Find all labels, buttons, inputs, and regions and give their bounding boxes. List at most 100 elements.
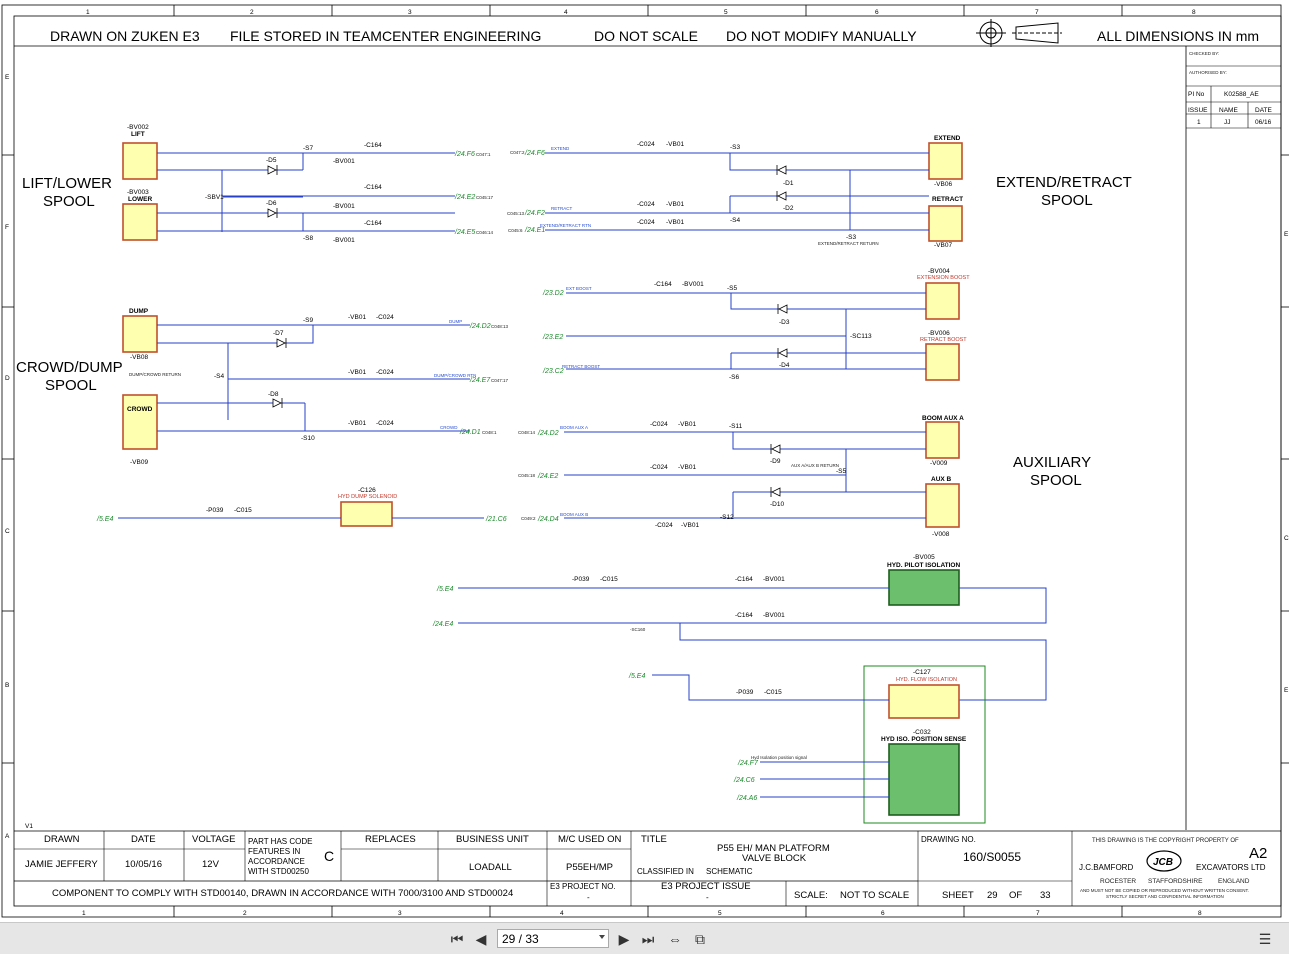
svg-text:/23.E2: /23.E2 bbox=[542, 334, 563, 341]
svg-text:10/05/16: 10/05/16 bbox=[125, 859, 162, 870]
svg-text:-C126: -C126 bbox=[358, 487, 376, 494]
svg-text:C048:13: C048:13 bbox=[491, 324, 509, 329]
hyd-pilot-isolation-circuit: -BV005 HYD. PILOT ISOLATION /5.E4 /24.E4… bbox=[432, 554, 1047, 701]
svg-text:-VB07: -VB07 bbox=[934, 242, 952, 249]
svg-text:BOOM AUX B: BOOM AUX B bbox=[560, 512, 588, 517]
svg-text:M/C USED ON: M/C USED ON bbox=[558, 834, 621, 845]
svg-text:CROWD: CROWD bbox=[440, 425, 458, 430]
svg-text:/24.F6: /24.F6 bbox=[524, 150, 545, 157]
svg-text:C045:13: C045:13 bbox=[507, 211, 525, 216]
sidebar-toggle-icon[interactable]: ☰ bbox=[1258, 931, 1272, 947]
svg-text:SPOOL: SPOOL bbox=[43, 193, 95, 210]
valve-bv003 bbox=[122, 203, 158, 241]
svg-text:SCALE:: SCALE: bbox=[794, 890, 828, 901]
svg-text:-C164: -C164 bbox=[364, 220, 382, 227]
svg-text:CROWD/DUMP: CROWD/DUMP bbox=[16, 359, 123, 376]
jcb-logo: JCB bbox=[1146, 850, 1182, 872]
svg-text:6: 6 bbox=[881, 910, 885, 917]
svg-text:AUXILIARY: AUXILIARY bbox=[1013, 454, 1091, 471]
svg-text:-VB06: -VB06 bbox=[934, 181, 952, 188]
svg-text:-C127: -C127 bbox=[913, 669, 931, 676]
svg-text:-S3: -S3 bbox=[846, 234, 857, 241]
svg-text:C047:2: C047:2 bbox=[510, 150, 525, 155]
valve-bv002 bbox=[122, 142, 158, 180]
svg-text:NAME: NAME bbox=[1219, 107, 1238, 114]
svg-text:/24.C6: /24.C6 bbox=[733, 777, 755, 784]
prev-page-icon[interactable]: ◀ bbox=[475, 931, 487, 947]
svg-text:-C024: -C024 bbox=[655, 522, 673, 529]
svg-text:DUMP/CROWD RTN: DUMP/CROWD RTN bbox=[434, 373, 476, 378]
svg-text:06/16: 06/16 bbox=[1255, 119, 1272, 126]
svg-text:EXCAVATORS LTD: EXCAVATORS LTD bbox=[1196, 863, 1266, 872]
svg-text:DUMP: DUMP bbox=[129, 308, 149, 315]
svg-text:FEATURES IN: FEATURES IN bbox=[248, 847, 301, 856]
svg-text:-C015: -C015 bbox=[600, 576, 618, 583]
svg-text:RETRACT: RETRACT bbox=[551, 206, 573, 211]
next-page-icon[interactable]: ▶ bbox=[618, 931, 630, 947]
svg-text:-C024: -C024 bbox=[376, 369, 394, 376]
svg-text:-S9: -S9 bbox=[303, 317, 314, 324]
svg-text:E3 PROJECT NO.: E3 PROJECT NO. bbox=[550, 882, 616, 891]
svg-text:SPOOL: SPOOL bbox=[1041, 192, 1093, 209]
svg-text:F: F bbox=[5, 224, 9, 231]
svg-text:PI No: PI No bbox=[1188, 91, 1205, 98]
fit-page-icon[interactable]: ⧉ bbox=[695, 931, 705, 947]
svg-text:BOOM AUX A: BOOM AUX A bbox=[922, 415, 964, 422]
svg-text:DUMP: DUMP bbox=[449, 319, 462, 324]
svg-text:-S5: -S5 bbox=[836, 468, 847, 475]
svg-text:-SBV1: -SBV1 bbox=[205, 194, 224, 201]
page-number-label: 29 / 33 bbox=[502, 932, 539, 946]
svg-text:C045:6: C045:6 bbox=[508, 228, 523, 233]
svg-text:3: 3 bbox=[408, 9, 412, 16]
svg-text:-V009: -V009 bbox=[930, 460, 948, 467]
svg-text:PART HAS CODE: PART HAS CODE bbox=[248, 837, 312, 846]
svg-text:AND MUST NOT BE COPIED OR REPR: AND MUST NOT BE COPIED OR REPRODUCED WIT… bbox=[1080, 888, 1249, 893]
svg-text:-D8: -D8 bbox=[268, 391, 279, 398]
page-select[interactable]: 29 / 33 bbox=[497, 929, 609, 948]
svg-text:EXT BOOST: EXT BOOST bbox=[566, 286, 592, 291]
svg-text:7: 7 bbox=[1036, 910, 1040, 917]
svg-text:HYD ISO. POSITION SENSE: HYD ISO. POSITION SENSE bbox=[881, 736, 967, 743]
svg-text:-D3: -D3 bbox=[779, 319, 790, 326]
svg-text:D: D bbox=[5, 375, 10, 382]
svg-text:E: E bbox=[5, 74, 10, 81]
svg-text:C045:17: C045:17 bbox=[476, 195, 494, 200]
svg-text:-C024: -C024 bbox=[650, 421, 668, 428]
svg-text:/24.D2: /24.D2 bbox=[469, 323, 491, 330]
svg-text:P55 EH/ MAN PLATFORM: P55 EH/ MAN PLATFORM bbox=[717, 843, 830, 854]
svg-text:-BV001: -BV001 bbox=[333, 158, 355, 165]
svg-text:-S12: -S12 bbox=[720, 514, 734, 521]
svg-text:-VB01: -VB01 bbox=[666, 219, 684, 226]
svg-text:-D4: -D4 bbox=[779, 362, 790, 369]
svg-text:CROWD: CROWD bbox=[127, 406, 153, 413]
svg-text:SCHEMATIC: SCHEMATIC bbox=[706, 867, 753, 876]
svg-text:-: - bbox=[706, 893, 709, 902]
svg-text:A: A bbox=[5, 833, 10, 840]
valve-vb07 bbox=[928, 205, 963, 242]
svg-text:BOOM AUX A: BOOM AUX A bbox=[560, 425, 588, 430]
svg-text:HYD. FLOW ISOLATION: HYD. FLOW ISOLATION bbox=[896, 677, 957, 683]
first-page-icon[interactable]: ⏮ bbox=[450, 931, 464, 947]
svg-text:/23.D2: /23.D2 bbox=[542, 290, 564, 297]
svg-text:LOWER: LOWER bbox=[128, 196, 152, 203]
svg-text:CLASSIFIED IN: CLASSIFIED IN bbox=[637, 867, 694, 876]
svg-text:/5.E4: /5.E4 bbox=[628, 673, 645, 680]
svg-text:DUMP/CROWD RETURN: DUMP/CROWD RETURN bbox=[129, 372, 181, 377]
svg-text:LIFT/LOWER: LIFT/LOWER bbox=[22, 175, 112, 192]
svg-text:C047:17: C047:17 bbox=[491, 378, 509, 383]
last-page-icon[interactable]: ⏭ bbox=[641, 931, 655, 947]
svg-text:/24.E2: /24.E2 bbox=[537, 473, 558, 480]
svg-text:EXTEND/RETRACT RETURN: EXTEND/RETRACT RETURN bbox=[818, 241, 879, 246]
projection-symbol-icon bbox=[976, 19, 1062, 47]
svg-text:HYD. PILOT ISOLATION: HYD. PILOT ISOLATION bbox=[887, 562, 960, 569]
svg-text:/21.C6: /21.C6 bbox=[485, 516, 507, 523]
svg-text:6: 6 bbox=[875, 9, 879, 16]
fit-width-icon[interactable]: ⇔ bbox=[668, 931, 682, 947]
svg-text:AUX B: AUX B bbox=[931, 476, 952, 483]
svg-text:-: - bbox=[587, 893, 590, 902]
aux-circuit: BOOM AUX A -V009 AUX B -V008 -D9 -D10 -S… bbox=[518, 415, 964, 538]
svg-text:THIS DRAWING IS THE COPYRIGHT: THIS DRAWING IS THE COPYRIGHT PROPERTY O… bbox=[1092, 838, 1239, 844]
svg-text:CHECKED BY:: CHECKED BY: bbox=[1189, 51, 1219, 56]
svg-text:-VB01: -VB01 bbox=[348, 420, 366, 427]
svg-text:HYD DUMP SOLENOID: HYD DUMP SOLENOID bbox=[338, 494, 397, 500]
